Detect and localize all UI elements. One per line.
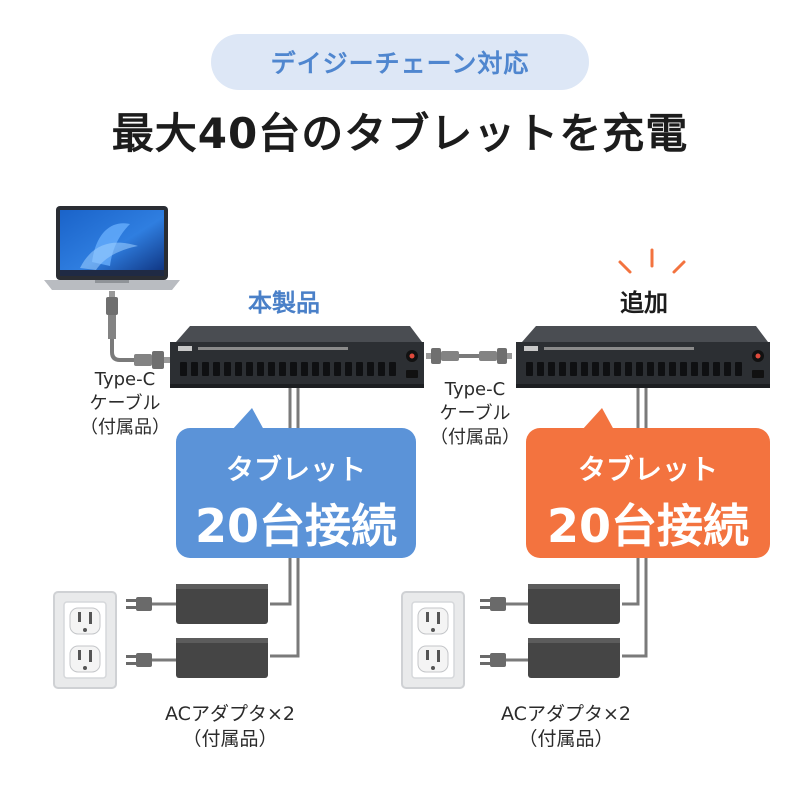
bubble-left: タブレット 20台接続: [176, 428, 416, 558]
bubble-left-line1: タブレット: [225, 453, 366, 486]
badge-text: デイジーチェーン対応: [270, 49, 530, 78]
product-label: 本製品: [248, 289, 320, 317]
cable-label-left-line2: ケーブル: [89, 393, 161, 414]
cable-label-middle: Type-C ケーブル （付属品）: [420, 378, 530, 450]
usb-hub-icon: [170, 326, 424, 388]
usb-c-plug-hub1: [134, 351, 170, 369]
bubble-left-shape: [176, 408, 416, 558]
bubble-right-line2: 20台接続: [546, 499, 749, 553]
cable-laptop-to-hub: [110, 336, 136, 362]
cable-label-middle-line1: Type-C: [444, 379, 506, 400]
cable-label-middle-line3: （付属品）: [430, 427, 520, 448]
wall-outlet-icon: [53, 591, 465, 689]
bubble-right-shape: [526, 408, 770, 558]
adapter-label-left-line2: （付属品）: [182, 728, 278, 750]
adapter-label-left-line1: ACアダプタ×2: [165, 703, 295, 725]
adapter-label-right: ACアダプタ×2 （付属品）: [466, 702, 666, 752]
cable-label-left-line1: Type-C: [94, 369, 156, 390]
bubble-left-line2: 20台接続: [194, 499, 397, 553]
headline: 最大40台のタブレットを充電: [111, 109, 689, 158]
emphasis-burst-icon: [618, 248, 686, 274]
power-plug-icon: [126, 597, 506, 667]
usb-c-plug-laptop: [106, 291, 118, 339]
added-label: 追加: [620, 289, 668, 317]
daisy-chain-badge: デイジーチェーン対応: [211, 34, 589, 90]
adapter-label-right-line2: （付属品）: [518, 728, 614, 750]
ac-adapter-icon: [176, 584, 620, 678]
bubble-right: タブレット 20台接続: [526, 428, 770, 558]
plug-cords: [150, 602, 528, 662]
bubble-right-line1: タブレット: [577, 453, 718, 486]
cable-label-middle-line2: ケーブル: [439, 403, 511, 424]
adapter-label-right-line1: ACアダプタ×2: [501, 703, 631, 725]
laptop-icon: [44, 206, 180, 290]
adapter-label-left: ACアダプタ×2 （付属品）: [130, 702, 330, 752]
usb-hub-icon-added: [516, 326, 770, 388]
cable-label-left: Type-C ケーブル （付属品）: [70, 368, 180, 440]
cable-label-left-line3: （付属品）: [80, 417, 170, 438]
usb-c-cable-plugs-middle: [426, 348, 512, 364]
